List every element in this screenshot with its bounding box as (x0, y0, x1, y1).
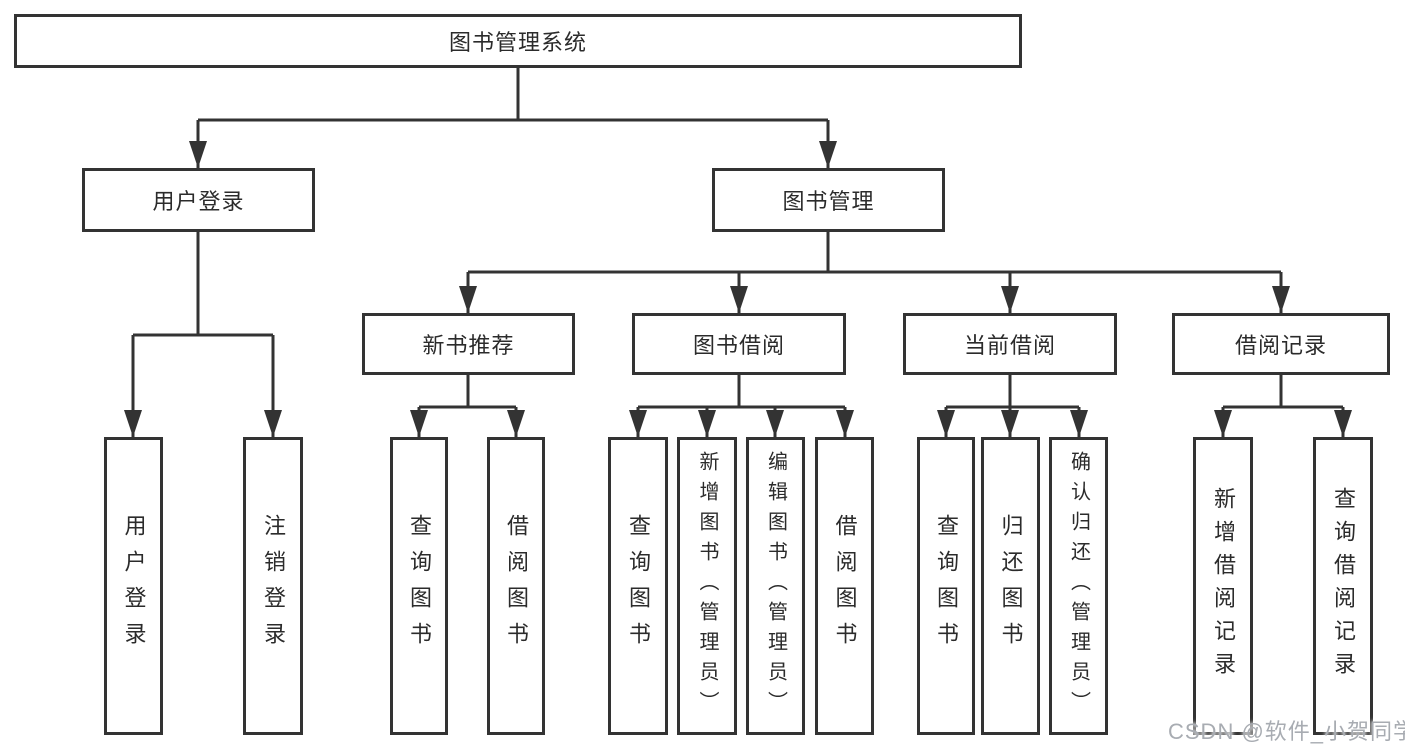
leaf-current-return-books-label: 归还图书 (998, 514, 1024, 658)
node-root-system: 图书管理系统 (14, 14, 1022, 68)
leaf-borrow-borrow-books-label: 借阅图书 (832, 514, 858, 658)
leaf-current-query-books: 查询图书 (917, 437, 975, 735)
leaf-current-return-books: 归还图书 (981, 437, 1040, 735)
node-current-borrowing: 当前借阅 (903, 313, 1117, 375)
leaf-logout-label: 注销登录 (261, 514, 286, 658)
leaf-borrow-borrow-books: 借阅图书 (815, 437, 874, 735)
leaf-current-query-books-label: 查询图书 (934, 514, 959, 658)
leaf-records-add-record-label: 新增借阅记录 (1211, 487, 1236, 685)
leaf-newbook-borrow-books: 借阅图书 (487, 437, 545, 735)
node-user-login: 用户登录 (82, 168, 315, 232)
leaf-borrow-edit-books-admin: 编辑图书（管理员） (746, 437, 805, 735)
node-borrow-records: 借阅记录 (1172, 313, 1390, 375)
leaf-records-query-record: 查询借阅记录 (1313, 437, 1373, 735)
leaf-newbook-query-books-label: 查询图书 (407, 514, 432, 658)
node-book-management: 图书管理 (712, 168, 945, 232)
leaf-borrow-edit-books-admin-label: 编辑图书（管理员） (764, 451, 787, 721)
leaf-records-query-record-label: 查询借阅记录 (1331, 487, 1356, 685)
node-book-borrowing: 图书借阅 (632, 313, 846, 375)
leaf-logout: 注销登录 (243, 437, 303, 735)
csdn-watermark: CSDN @软件_小贺同学 (1168, 719, 1405, 744)
leaf-borrow-query-books-label: 查询图书 (626, 514, 651, 658)
leaf-borrow-query-books: 查询图书 (608, 437, 668, 735)
leaf-borrow-add-books-admin: 新增图书（管理员） (677, 437, 737, 735)
leaf-user-login: 用户登录 (104, 437, 163, 735)
leaf-current-confirm-return-admin: 确认归还（管理员） (1049, 437, 1108, 735)
node-new-book-recommend: 新书推荐 (362, 313, 575, 375)
leaf-records-add-record: 新增借阅记录 (1193, 437, 1253, 735)
leaf-newbook-query-books: 查询图书 (390, 437, 448, 735)
leaf-user-login-label: 用户登录 (121, 514, 147, 658)
leaf-newbook-borrow-books-label: 借阅图书 (504, 514, 529, 658)
leaf-borrow-add-books-admin-label: 新增图书（管理员） (696, 451, 718, 721)
leaf-current-confirm-return-admin-label: 确认归还（管理员） (1067, 451, 1090, 721)
